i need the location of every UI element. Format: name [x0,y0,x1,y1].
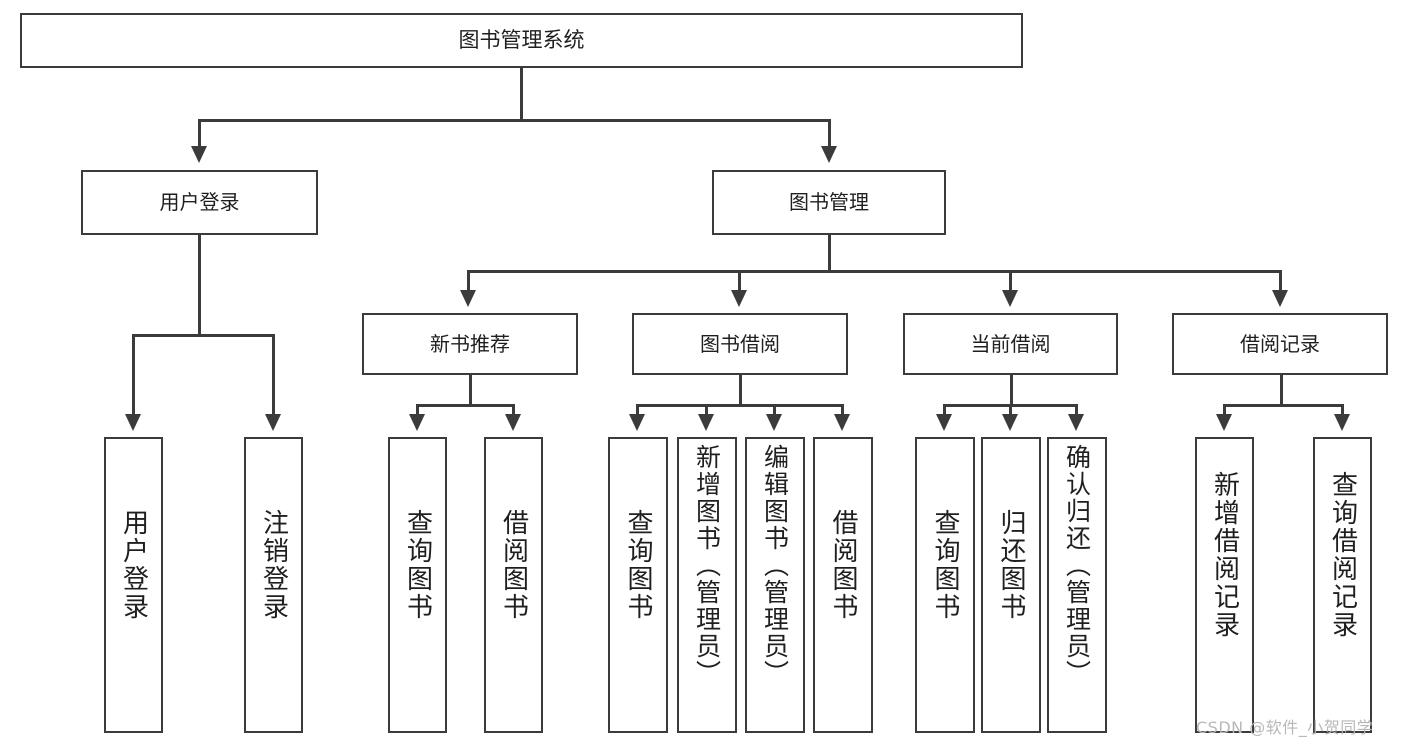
node-root-system[interactable]: 图书管理系统 [20,13,1023,68]
connector-leaf-logout [272,334,275,416]
arrowhead-leaf-add-book [698,414,714,431]
connector-leaf-query-book-1 [416,404,419,416]
arrowhead-current-borrow [1002,290,1018,307]
connector-leaf-user-login [132,334,135,416]
connector-to-book-manage [828,119,831,149]
connector-level2-bus [199,119,831,122]
arrowhead-leaf-borrow-book-1 [505,414,521,431]
arrowhead-book-manage [821,146,837,163]
node-label: 编辑图书（管理员） [760,444,790,687]
connector-borrow-record-stem [1280,375,1283,406]
node-label: 查询图书 [402,509,433,621]
arrowhead-leaf-return-book [1002,414,1018,431]
csdn-watermark: CSDN @软件_小贺同学 [1196,718,1374,737]
connector-leaf-borrow-book-1 [512,404,515,416]
connector-to-current-borrow [1009,270,1012,292]
connector-new-book-rec-bus [417,404,514,407]
node-label: 借阅图书 [828,509,858,621]
arrowhead-leaf-query-book-2 [629,414,645,431]
connector-book-borrow-stem [739,375,742,406]
connector-leaf-add-record [1223,404,1226,416]
node-label: 查询借阅记录 [1327,471,1358,639]
leaf-borrow-book-borrow[interactable]: 借阅图书 [813,437,873,733]
connector-current-borrow-stem [1010,375,1013,406]
node-label: 新书推荐 [430,331,510,356]
arrowhead-leaf-query-record [1334,414,1350,431]
leaf-confirm-return-admin[interactable]: 确认归还（管理员） [1047,437,1107,733]
connector-leaf-edit-book [773,404,776,416]
connector-leaf-query-record [1341,404,1344,416]
leaf-user-login[interactable]: 用户登录 [104,437,163,733]
node-new-book-recommend[interactable]: 新书推荐 [362,313,578,375]
node-label: 图书管理系统 [458,27,585,52]
connector-to-borrow-record [1279,270,1282,292]
connector-user-login-stem [198,235,201,336]
node-label: 用户登录 [118,509,149,621]
connector-book-borrow-bus [637,404,843,407]
connector-level3-bus [468,270,1280,273]
arrowhead-borrow-record [1272,290,1288,307]
arrowhead-leaf-add-record [1216,414,1232,431]
connector-borrow-record-bus [1224,404,1343,407]
arrowhead-book-borrow [731,290,747,307]
connector-root-stem [520,68,523,120]
arrowhead-user-login [191,146,207,163]
node-book-management[interactable]: 图书管理 [712,170,946,235]
node-label: 查询图书 [930,509,960,621]
node-label: 注销登录 [258,509,289,621]
leaf-borrow-book-newbook[interactable]: 借阅图书 [484,437,543,733]
node-label: 用户登录 [159,190,240,215]
leaf-query-borrow-record[interactable]: 查询借阅记录 [1313,437,1372,733]
node-book-borrow[interactable]: 图书借阅 [632,313,848,375]
node-label: 图书借阅 [700,331,780,356]
connector-leaf-query-book-3 [943,404,946,416]
node-user-login[interactable]: 用户登录 [81,170,318,235]
leaf-query-book-borrow[interactable]: 查询图书 [608,437,668,733]
connector-leaf-add-book [705,404,708,416]
connector-book-manage-stem [828,235,831,272]
node-label: 归还图书 [996,509,1026,621]
leaf-edit-book-admin[interactable]: 编辑图书（管理员） [745,437,805,733]
leaf-query-book-newbook[interactable]: 查询图书 [388,437,447,733]
arrowhead-leaf-confirm-return [1068,414,1084,431]
node-borrow-record[interactable]: 借阅记录 [1172,313,1388,375]
arrowhead-leaf-edit-book [766,414,782,431]
arrowhead-leaf-borrow-book-2 [834,414,850,431]
node-label: 借阅图书 [498,509,529,621]
connector-new-book-rec-stem [469,375,472,406]
node-label: 确认归还（管理员） [1062,444,1092,687]
arrowhead-leaf-query-book-1 [409,414,425,431]
node-label: 新增借阅记录 [1209,471,1240,639]
connector-to-new-book-rec [467,270,470,292]
connector-leaf-return-book [1009,404,1012,416]
leaf-add-borrow-record[interactable]: 新增借阅记录 [1195,437,1254,733]
connector-leaf-borrow-book-2 [841,404,844,416]
leaf-query-book-current[interactable]: 查询图书 [915,437,975,733]
node-label: 查询图书 [623,509,653,621]
node-label: 借阅记录 [1240,331,1320,356]
arrowhead-leaf-logout [265,414,281,431]
connector-to-user-login [198,119,201,149]
node-current-borrow[interactable]: 当前借阅 [903,313,1118,375]
connector-user-login-bus [133,334,274,337]
node-label: 当前借阅 [970,331,1051,356]
arrowhead-leaf-query-book-3 [936,414,952,431]
connector-leaf-query-book-2 [636,404,639,416]
node-label: 新增图书（管理员） [692,444,722,687]
leaf-return-book[interactable]: 归还图书 [981,437,1041,733]
leaf-logout[interactable]: 注销登录 [244,437,303,733]
arrowhead-new-book-rec [460,290,476,307]
leaf-add-book-admin[interactable]: 新增图书（管理员） [677,437,737,733]
node-label: 图书管理 [789,190,869,215]
arrowhead-leaf-user-login [125,414,141,431]
connector-to-book-borrow [738,270,741,292]
connector-leaf-confirm-return [1075,404,1078,416]
